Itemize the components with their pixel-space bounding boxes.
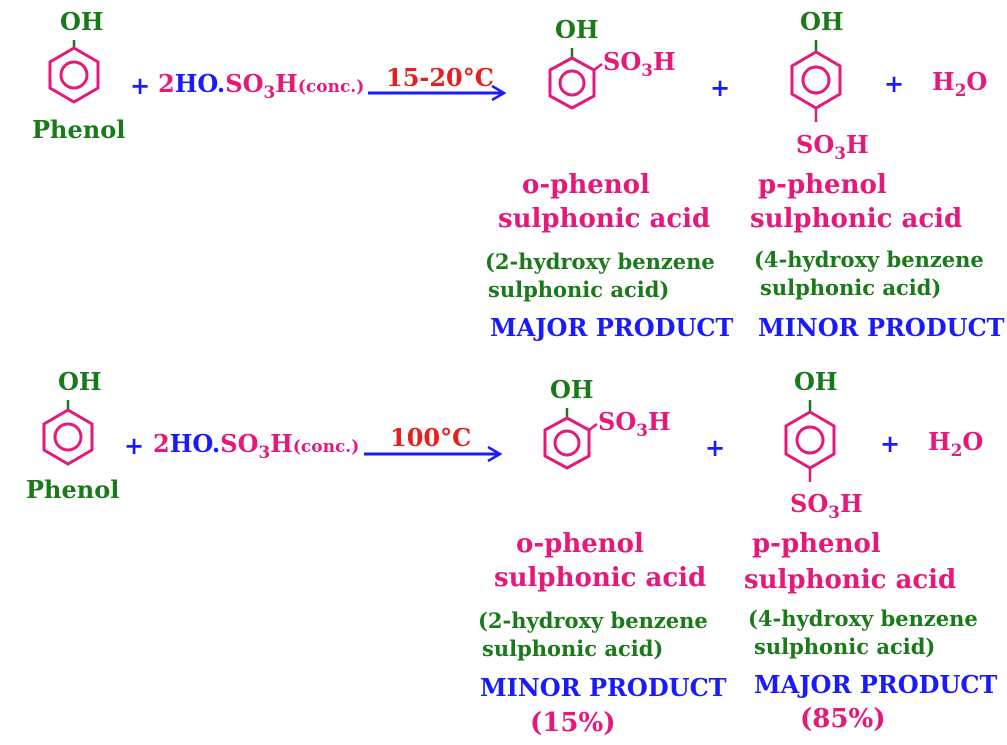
reagent-formula: 2HO.SO3H(conc.) <box>153 432 359 461</box>
benzene-ring-icon <box>543 408 598 470</box>
para-iupac-line1: (4-hydroxy benzene <box>754 247 984 272</box>
plus-sign: + <box>705 433 726 462</box>
para-product-label: MAJOR PRODUCT <box>754 670 998 699</box>
ortho-oh-label: OH <box>555 15 599 44</box>
so-h: H <box>647 407 671 436</box>
ortho-percentage: (15%) <box>530 708 616 738</box>
reagent-h: H <box>270 429 293 458</box>
benzene-ring-icon <box>48 40 100 104</box>
plus-sign: + <box>710 73 731 102</box>
reaction-arrow-icon <box>364 445 503 463</box>
so-text: SO <box>796 130 835 159</box>
para-oh-label: OH <box>800 7 844 36</box>
plus-sign: + <box>880 429 901 458</box>
para-so3h-label: SO3H <box>790 492 863 521</box>
para-name-line1: p-phenol <box>752 529 881 559</box>
para-percentage: (85%) <box>800 704 886 734</box>
so-text: SO <box>790 489 829 518</box>
reagent-ho: HO. <box>169 429 221 458</box>
para-name-line1: p-phenol <box>758 170 887 200</box>
ortho-product-label: MINOR PRODUCT <box>480 673 727 702</box>
para-name-line2: sulphonic acid <box>744 565 957 595</box>
water-formula: H2O <box>928 430 983 459</box>
ortho-product-label: MAJOR PRODUCT <box>490 313 734 342</box>
so-sub: 3 <box>636 419 648 440</box>
reaction-condition: 15-20°C <box>386 63 494 92</box>
reactant-oh-label: OH <box>58 367 102 396</box>
so-text: SO <box>598 407 637 436</box>
ortho-iupac-line2: sulphonic acid) <box>488 277 670 302</box>
water-h: H <box>932 67 955 96</box>
so-h: H <box>845 130 869 159</box>
para-oh-label: OH <box>794 367 838 396</box>
so-sub: 3 <box>641 59 653 80</box>
so-text: SO <box>603 47 642 76</box>
reagent-sub: 3 <box>263 81 276 102</box>
reactant-name: Phenol <box>26 475 120 504</box>
water-sub: 2 <box>954 79 967 100</box>
water-h: H <box>928 427 951 456</box>
ortho-iupac-line1: (2-hydroxy benzene <box>485 249 715 274</box>
so-sub: 3 <box>828 501 840 522</box>
benzene-ring-icon <box>790 40 842 122</box>
para-product-label: MINOR PRODUCT <box>758 313 1005 342</box>
reaction-arrow-icon <box>368 84 507 102</box>
ortho-oh-label: OH <box>550 375 594 404</box>
plus-sign: + <box>124 431 145 460</box>
reactant-oh-label: OH <box>60 7 104 36</box>
ortho-iupac-line1: (2-hydroxy benzene <box>478 608 708 633</box>
para-iupac-line1: (4-hydroxy benzene <box>748 606 978 631</box>
para-name-line2: sulphonic acid <box>750 204 963 234</box>
so-h: H <box>652 47 676 76</box>
water-o: O <box>966 67 988 96</box>
water-sub: 2 <box>950 439 963 460</box>
ortho-iupac-line2: sulphonic acid) <box>482 636 664 661</box>
water-formula: H2O <box>932 70 987 99</box>
plus-sign: + <box>130 71 151 100</box>
reagent-formula: 2HO.SO3H(conc.) <box>158 72 364 101</box>
reactant-name: Phenol <box>32 115 126 144</box>
reagent-so: SO <box>220 429 259 458</box>
so-h: H <box>839 489 863 518</box>
reagent-coefficient: 2 <box>158 69 175 98</box>
reagent-sub: 3 <box>258 441 271 462</box>
ortho-so3h-label: SO3H <box>603 50 676 79</box>
reagent-ho: HO. <box>174 69 226 98</box>
ortho-name-line2: sulphonic acid <box>498 204 711 234</box>
reagent-conc: (conc.) <box>292 437 360 457</box>
benzene-ring-icon <box>42 400 94 466</box>
reagent-conc: (conc.) <box>297 77 365 97</box>
para-so3h-label: SO3H <box>796 133 869 162</box>
water-o: O <box>962 427 984 456</box>
so-sub: 3 <box>834 142 846 163</box>
reagent-so: SO <box>225 69 264 98</box>
ortho-so3h-label: SO3H <box>598 410 671 439</box>
ortho-name-line1: o-phenol <box>522 170 650 200</box>
para-iupac-line2: sulphonic acid) <box>760 275 942 300</box>
reagent-h: H <box>275 69 298 98</box>
reagent-coefficient: 2 <box>153 429 170 458</box>
plus-sign: + <box>884 69 905 98</box>
benzene-ring-icon <box>784 400 836 482</box>
ortho-name-line1: o-phenol <box>516 529 644 559</box>
benzene-ring-icon <box>548 48 603 110</box>
ortho-name-line2: sulphonic acid <box>494 563 707 593</box>
reaction-condition: 100°C <box>390 423 472 452</box>
para-iupac-line2: sulphonic acid) <box>754 634 936 659</box>
